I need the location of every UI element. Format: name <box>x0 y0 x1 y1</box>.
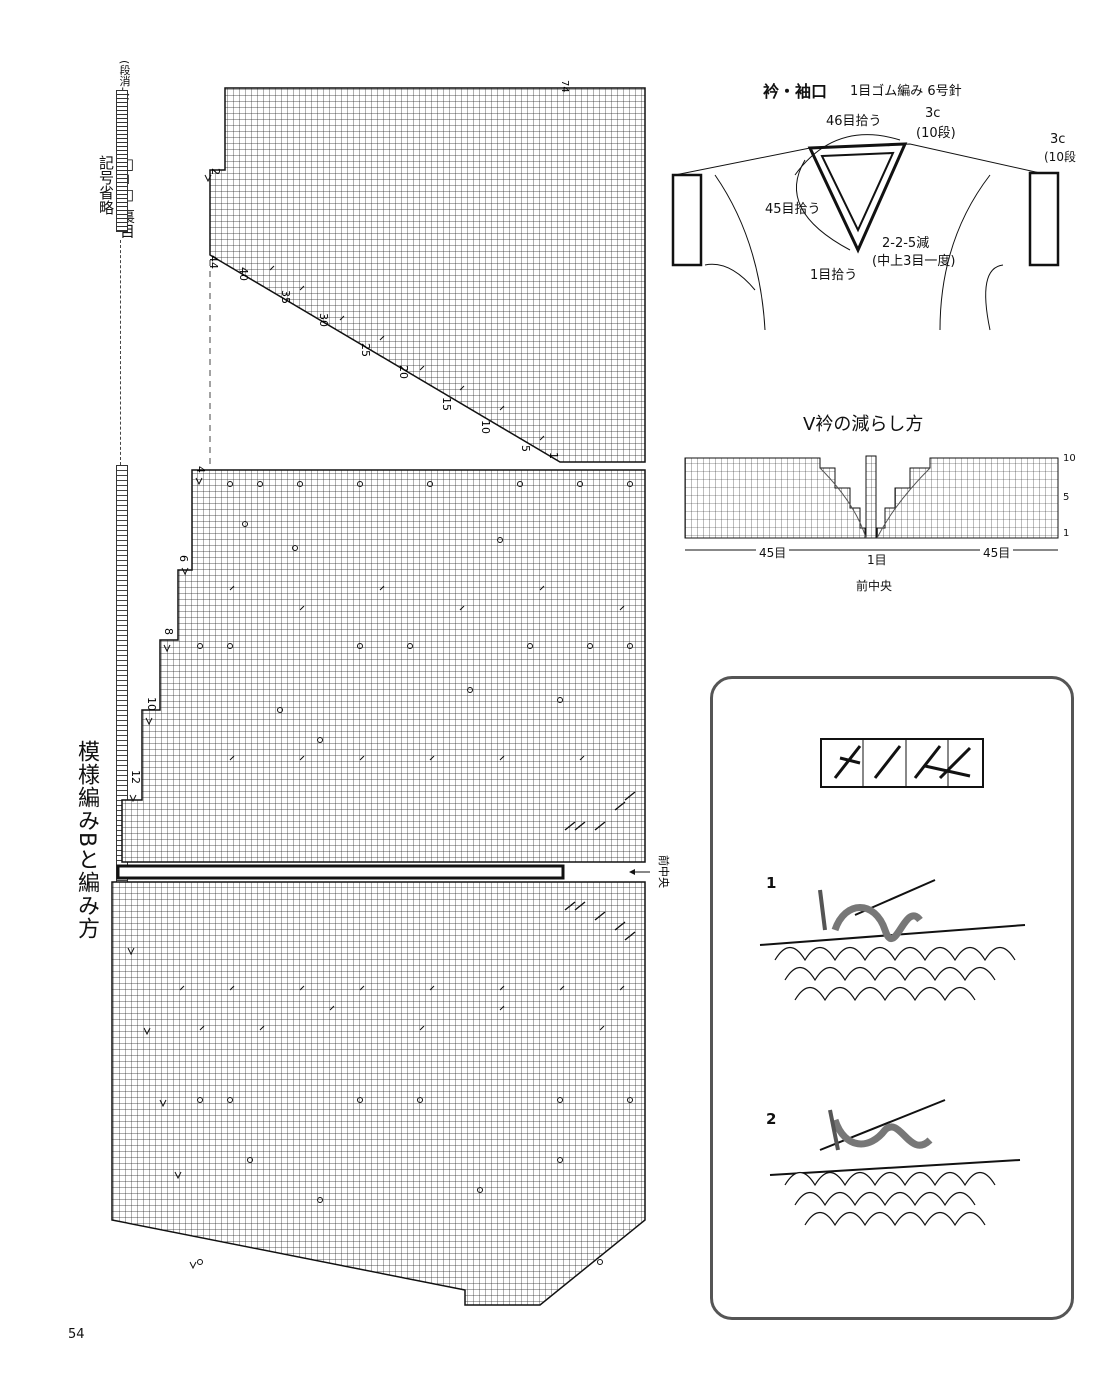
step-1-label: 1 <box>766 874 777 892</box>
marker-12: 12 <box>129 770 142 784</box>
vneck-row-5: 5 <box>1063 492 1070 503</box>
row-1: 1 <box>547 452 560 459</box>
step-1-illustration <box>759 879 1026 1002</box>
stitch-symbols <box>179 265 633 1265</box>
cable-crossings <box>564 791 636 941</box>
sleeve-rows-label: (10段 <box>1044 150 1076 164</box>
collar-diagram <box>671 134 1060 331</box>
legend-dashed-line <box>120 240 121 465</box>
knitting-chart-b: 74 2 4 6 8 10 12 1 5 10 15 20 25 30 35 4… <box>111 80 671 1306</box>
row-35: 35 <box>279 290 292 304</box>
decrease-symbol-box <box>820 738 984 788</box>
marker-10: 10 <box>145 697 158 711</box>
page-number: 54 <box>68 1327 85 1342</box>
vneck-center-label: 前中央 <box>856 579 893 593</box>
step-2-illustration <box>769 1099 1021 1227</box>
row-44: 44 <box>207 255 220 269</box>
step-2-label: 2 <box>766 1110 777 1128</box>
decrease-note: (中上3目一度) <box>872 254 956 269</box>
row-5: 5 <box>519 445 532 452</box>
vneck-center-count: 1目 <box>867 553 887 567</box>
center-label: 前中央 <box>657 855 671 888</box>
page-title: 模様編みBと編み方 <box>74 740 99 941</box>
pick-46-label: 46目拾う <box>826 114 882 129</box>
collar-title: 衿・袖口 <box>763 82 828 101</box>
collar-subtitle: 1目ゴム編み 6号針 <box>850 84 962 99</box>
pick-1-label: 1目拾う <box>810 268 858 283</box>
chart-middle-region <box>121 469 646 863</box>
legend-strip <box>116 90 128 232</box>
row-15: 15 <box>440 397 453 411</box>
row-40: 40 <box>237 267 250 281</box>
chart-upper-region <box>209 87 646 463</box>
vneck-title: V衿の減らし方 <box>803 414 924 435</box>
top-row-number: 74 <box>559 80 570 93</box>
decrease-label: 2-2-5減 <box>882 236 930 251</box>
vneck-right-count: 45目 <box>980 544 1014 561</box>
row-30: 30 <box>317 313 330 327</box>
vneck-left-count: 45目 <box>756 544 790 561</box>
pick-45-label: 45目拾う <box>765 202 821 217</box>
chart-lower-region <box>111 881 646 1306</box>
marker-8: 8 <box>162 628 175 635</box>
increase-marks <box>127 174 212 1270</box>
instruction-frame <box>710 676 1074 1320</box>
width-3c-label: 3c <box>925 106 941 121</box>
marker-2: 2 <box>209 168 222 175</box>
sleeve-3c-label: 3c <box>1050 132 1066 147</box>
center-bar <box>116 864 565 880</box>
marker-4: 4 <box>194 466 207 473</box>
vneck-row-1: 1 <box>1063 528 1070 539</box>
rows-10-label: (10段) <box>916 126 956 141</box>
vneck-row-10: 10 <box>1063 453 1076 464</box>
row-10: 10 <box>479 420 492 434</box>
vneck-chart <box>684 455 1059 551</box>
row-25: 25 <box>359 343 372 357</box>
marker-6: 6 <box>177 555 190 562</box>
row-20: 20 <box>397 365 410 379</box>
